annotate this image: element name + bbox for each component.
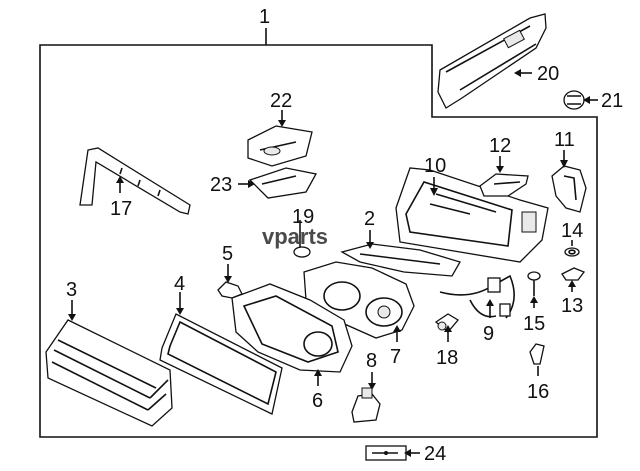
watermark-text: vparts bbox=[262, 224, 328, 249]
part-13-clip bbox=[561, 267, 586, 281]
arrow-18 bbox=[444, 325, 452, 332]
arrow-10 bbox=[430, 188, 438, 196]
callout-11: 11 bbox=[554, 129, 575, 151]
arrow-24 bbox=[404, 449, 411, 457]
part-15-screw bbox=[527, 271, 541, 296]
part-16-clip bbox=[529, 343, 545, 365]
part-17-bracket bbox=[79, 147, 191, 215]
callout-16: 16 bbox=[527, 381, 549, 403]
callout-5: 5 bbox=[222, 243, 233, 265]
arrow-12 bbox=[496, 166, 504, 173]
part-22-module-cover bbox=[247, 125, 313, 167]
arrow-4 bbox=[176, 308, 184, 315]
callout-8: 8 bbox=[366, 350, 377, 372]
callout-21: 21 bbox=[601, 90, 623, 112]
assembly-boundary bbox=[39, 44, 598, 438]
callout-4: 4 bbox=[174, 273, 185, 295]
callout-9: 9 bbox=[483, 323, 494, 345]
part-21-socket bbox=[563, 90, 585, 110]
arrow-22 bbox=[278, 120, 286, 127]
part-4-lens-frame bbox=[159, 313, 283, 415]
callout-18: 18 bbox=[436, 347, 458, 369]
part-24-label bbox=[365, 445, 407, 461]
callout-17: 17 bbox=[110, 198, 132, 220]
callout-23: 23 bbox=[210, 174, 232, 196]
part-3-lens bbox=[45, 319, 173, 427]
arrow-3 bbox=[68, 314, 76, 321]
watermark-logo: vparts bbox=[262, 224, 328, 249]
part-18-bulb bbox=[434, 313, 459, 333]
callout-15: 15 bbox=[523, 313, 545, 335]
arrow-11 bbox=[560, 160, 568, 168]
part-9-harness bbox=[439, 274, 515, 319]
arrow-21 bbox=[583, 96, 590, 104]
callout-14: 14 bbox=[561, 220, 583, 242]
callout-13: 13 bbox=[561, 295, 583, 317]
arrow-13 bbox=[568, 280, 576, 287]
callout-24: 24 bbox=[424, 443, 446, 465]
callout-10: 10 bbox=[424, 155, 446, 177]
callout-2: 2 bbox=[364, 208, 375, 230]
arrow-15 bbox=[530, 296, 538, 303]
arrow-2 bbox=[366, 242, 374, 249]
callout-6: 6 bbox=[312, 390, 323, 412]
arrow-6 bbox=[314, 369, 322, 376]
part-11-cover bbox=[551, 165, 587, 213]
part-12-bracket bbox=[479, 173, 529, 197]
part-20-upper-trim bbox=[437, 13, 547, 109]
arrow-7 bbox=[393, 325, 401, 332]
callout-3: 3 bbox=[66, 279, 77, 301]
callout-22: 22 bbox=[270, 90, 292, 112]
callout-7: 7 bbox=[390, 346, 401, 368]
part-8-connector bbox=[351, 387, 381, 423]
arrow-5 bbox=[224, 276, 232, 283]
arrow-17 bbox=[116, 176, 124, 183]
part-6-bezel bbox=[231, 283, 353, 373]
arrow-23 bbox=[248, 180, 255, 188]
part-19-pin bbox=[293, 220, 311, 258]
callout-19: 19 bbox=[292, 206, 314, 228]
arrow-9 bbox=[486, 299, 494, 306]
part-23-module-base bbox=[248, 167, 318, 199]
arrow-20 bbox=[514, 69, 521, 77]
part-2-gasket bbox=[340, 243, 461, 277]
callout-12: 12 bbox=[489, 135, 511, 157]
part-14-grommet bbox=[564, 247, 580, 257]
callout-1: 1 bbox=[259, 6, 270, 28]
arrow-8 bbox=[368, 383, 376, 390]
callout-20: 20 bbox=[537, 63, 559, 85]
